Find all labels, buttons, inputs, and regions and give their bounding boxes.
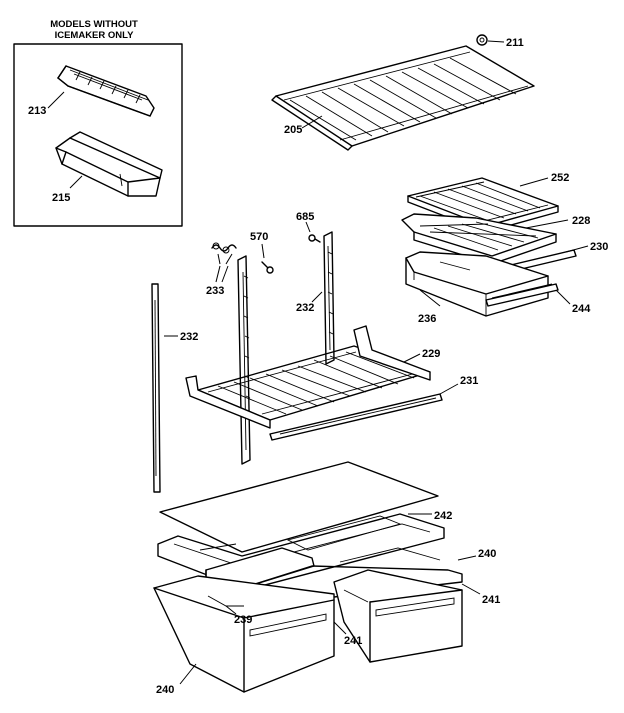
left-crisper-drawer: 239 241 240 (153, 575, 362, 696)
ice-cube-tray (57, 65, 155, 117)
inset-title-line2: ICEMAKER ONLY (55, 30, 134, 41)
callout-241-left: 241 (344, 635, 362, 647)
crisper-cover: 252 (407, 172, 569, 233)
crisper-glass-cover: 242 (159, 461, 452, 553)
crisper-front-rail: 244 (485, 283, 591, 315)
callout-252: 252 (551, 172, 569, 184)
inset-title-line1: MODELS WITHOUT (50, 19, 138, 30)
callout-240-left: 240 (156, 684, 174, 696)
callout-232-left: 232 (180, 331, 198, 343)
shelf-front-rail: 231 (269, 375, 478, 441)
cantilever-wire-shelf: 229 (185, 325, 440, 429)
callout-215: 215 (52, 192, 70, 204)
callout-211: 211 (506, 37, 524, 49)
left-ladder-strip: 232 (151, 283, 198, 493)
right-ladder-strip: 232 (296, 231, 335, 365)
callout-239: 239 (234, 614, 252, 626)
right-crisper-drawer: 241 (333, 569, 500, 663)
storage-bin (55, 131, 163, 197)
callout-240-right: 240 (478, 548, 496, 560)
callout-228: 228 (572, 215, 590, 227)
spring-pair: 233 (206, 242, 237, 297)
shelf-clip (476, 34, 488, 46)
callout-213: 213 (28, 105, 46, 117)
callout-230: 230 (590, 241, 608, 253)
callout-236: 236 (418, 313, 436, 325)
crisper-pan: 236 (405, 251, 549, 325)
screw-570: 570 (250, 231, 274, 274)
inset-border (13, 43, 183, 227)
callout-241-right: 241 (482, 594, 500, 606)
callout-244: 244 (572, 303, 591, 315)
callout-231: 231 (460, 375, 478, 387)
callout-205: 205 (284, 124, 302, 136)
callout-229: 229 (422, 348, 440, 360)
inset-panel: MODELS WITHOUT ICEMAKER ONLY 213 215 (13, 19, 183, 227)
center-ladder-strip (237, 255, 251, 465)
callout-232-right: 232 (296, 302, 314, 314)
callout-233: 233 (206, 285, 224, 297)
callout-570: 570 (250, 231, 268, 243)
top-wire-shelf: 211 205 (271, 34, 535, 151)
callout-685: 685 (296, 211, 314, 223)
callout-242: 242 (434, 510, 452, 522)
screw-685: 685 (296, 211, 321, 243)
